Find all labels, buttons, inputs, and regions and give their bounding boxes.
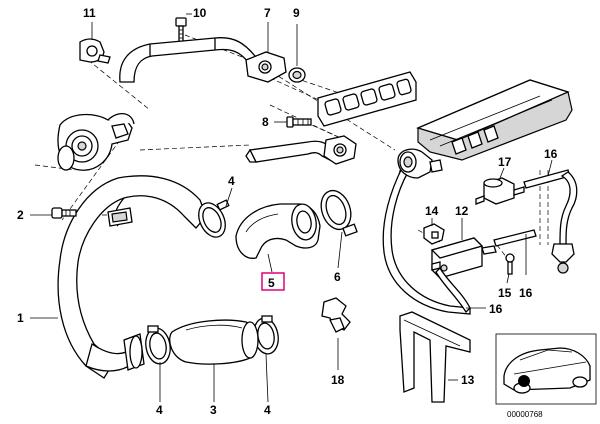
part-17-filter[interactable]: [475, 177, 525, 205]
callout-16-lower[interactable]: 16: [489, 302, 503, 316]
part-10-bolt[interactable]: [175, 17, 187, 43]
callout-8[interactable]: 8: [262, 115, 269, 129]
callout-6[interactable]: 6: [334, 270, 341, 284]
callout-10[interactable]: 10: [193, 6, 207, 20]
callout-16-upper[interactable]: 16: [544, 147, 558, 161]
part-16-long-hose[interactable]: [382, 167, 471, 315]
callout-4-lower-right[interactable]: 4: [264, 403, 271, 417]
highlight-box-part-5: [261, 272, 285, 291]
throttle-connector[interactable]: [397, 148, 443, 179]
callout-4-lower-left[interactable]: 4: [156, 403, 163, 417]
part-6-clamp[interactable]: [316, 186, 358, 237]
callout-9[interactable]: 9: [293, 6, 300, 20]
callout-1[interactable]: 1: [17, 311, 24, 325]
leader-15: [506, 273, 510, 284]
callout-2[interactable]: 2: [17, 208, 24, 222]
leader-5: [267, 253, 273, 273]
engine-location-dot: [518, 375, 530, 387]
callout-14[interactable]: 14: [425, 204, 439, 218]
callout-11[interactable]: 11: [83, 6, 96, 20]
callout-12[interactable]: 12: [455, 204, 469, 218]
callout-4-upper[interactable]: 4: [228, 174, 235, 188]
callout-17[interactable]: 17: [498, 155, 512, 169]
part-13-bracket[interactable]: [399, 311, 471, 403]
leader-4c: [265, 353, 269, 403]
callout-18[interactable]: 18: [331, 373, 345, 387]
part-5-hose[interactable]: [235, 202, 321, 259]
car-locator-inset: [495, 333, 597, 405]
part-16-hose-mid[interactable]: [493, 229, 537, 247]
part-4-clamp-upper[interactable]: [194, 199, 231, 242]
callout-3[interactable]: 3: [210, 403, 217, 417]
egr-transfer-pipe[interactable]: [245, 135, 357, 165]
manifold-gasket[interactable]: [317, 71, 417, 127]
part-14-connector[interactable]: [423, 223, 445, 245]
callout-labels: 11 10 7 9 8 17 16 4 2 14 12 5 6 15 16 1 …: [17, 6, 558, 417]
part-12-valve[interactable]: [430, 237, 497, 279]
part-9-gasket[interactable]: [288, 67, 306, 83]
callout-13[interactable]: 13: [461, 373, 475, 387]
leader-16a: [547, 159, 553, 177]
part-11-clip[interactable]: [79, 38, 111, 64]
intake-manifold[interactable]: [416, 79, 573, 161]
leader-6: [337, 231, 343, 269]
part-1-intake-pipe[interactable]: [57, 175, 207, 379]
callout-7[interactable]: 7: [264, 6, 271, 20]
vacuum-hose-check-valve[interactable]: [551, 171, 578, 274]
callout-16-mid[interactable]: 16: [519, 286, 533, 300]
part-3-hose[interactable]: [169, 319, 259, 365]
part-4-clamp-lower-left[interactable]: [143, 325, 173, 366]
leader-4a: [225, 187, 233, 207]
part-18-clip[interactable]: [321, 297, 351, 333]
part-16-hose-upper[interactable]: [523, 169, 571, 189]
leader-17: [499, 167, 505, 179]
part-2-bolt[interactable]: [51, 207, 77, 219]
callout-5[interactable]: 5: [268, 276, 275, 290]
reference-number: 00000768: [507, 410, 543, 419]
part-15-screw[interactable]: [505, 253, 515, 275]
part-7-egr-pipe[interactable]: [119, 37, 287, 83]
turbocharger[interactable]: [57, 113, 135, 171]
part-8-bolt[interactable]: [286, 116, 312, 128]
callout-15[interactable]: 15: [498, 286, 512, 300]
